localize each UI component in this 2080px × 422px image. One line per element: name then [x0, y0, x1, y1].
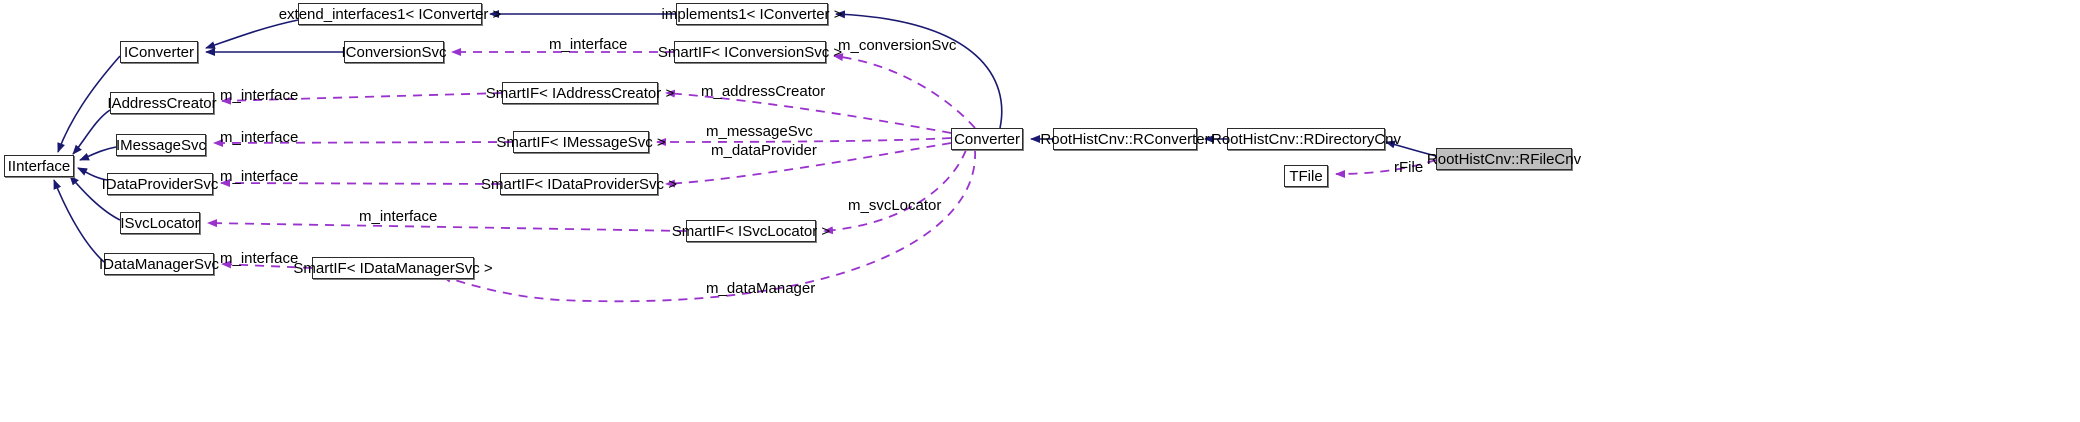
class-node-RFileCnv[interactable]: RootHistCnv::RFileCnv	[1427, 148, 1581, 170]
class-node-SmartIF_IAddressCreator[interactable]: SmartIF< IAddressCreator >	[486, 82, 674, 104]
edge-label-lbl_m_interface_6: m_interface	[220, 250, 299, 267]
edge-label-lbl_m_dataManager: m_dataManager	[706, 280, 816, 297]
class-node-IDataManagerSvc[interactable]: IDataManagerSvc	[99, 253, 219, 275]
class-node-RDirectoryCnv[interactable]: RootHistCnv::RDirectoryCnv	[1211, 128, 1401, 150]
class-node-IConverter[interactable]: IConverter	[120, 41, 198, 63]
edge-label-lbl_m_dataProvider: m_dataProvider	[711, 142, 817, 159]
class-node-RConverter[interactable]: RootHistCnv::RConverter	[1040, 128, 1210, 150]
class-node-IDataProviderSvc[interactable]: IDataProviderSvc	[102, 173, 218, 195]
usage-edges	[207, 48, 1437, 303]
class-node-TFile[interactable]: TFile	[1284, 165, 1328, 187]
edge-label-lbl_m_svcLocator: m_svcLocator	[848, 197, 942, 214]
class-node-Converter[interactable]: Converter	[951, 128, 1023, 150]
edge-label-lbl_m_interface_5: m_interface	[359, 208, 438, 225]
class-node-SmartIF_IDataProviderSvc[interactable]: SmartIF< IDataProviderSvc >	[481, 173, 677, 195]
edge-label-lbl_m_addressCreator: m_addressCreator	[701, 83, 826, 100]
class-node-SmartIF_IConversionSvc[interactable]: SmartIF< IConversionSvc >	[658, 41, 842, 63]
class-node-IMessageSvc[interactable]: IMessageSvc	[116, 134, 206, 156]
edge-label-lbl_m_interface_3: m_interface	[220, 129, 299, 146]
class-node-implements1[interactable]: implements1< IConverter >	[662, 3, 842, 25]
edge-label-lbl_m_conversionSvc: m_conversionSvc	[838, 37, 957, 54]
class-node-IAddressCreator[interactable]: IAddressCreator	[107, 92, 217, 114]
edge-label-lbl_m_interface_1: m_interface	[549, 36, 628, 53]
class-node-IInterface[interactable]: IInterface	[4, 155, 74, 177]
class-node-SmartIF_ISvcLocator[interactable]: SmartIF< ISvcLocator >	[672, 220, 830, 242]
class-node-ISvcLocator[interactable]: ISvcLocator	[120, 212, 200, 234]
edge-label-lbl_m_messageSvc: m_messageSvc	[706, 123, 813, 140]
edge-label-lbl_rFile: rFile	[1394, 159, 1424, 176]
edge-label-lbl_m_interface_2: m_interface	[220, 87, 299, 104]
class-node-IConversionSvc[interactable]: IConversionSvc	[341, 41, 447, 63]
edge-label-lbl_m_interface_4: m_interface	[220, 168, 299, 185]
inheritance-edges	[53, 10, 1437, 263]
class-node-extend_interfaces1[interactable]: extend_interfaces1< IConverter >	[279, 3, 501, 25]
class-node-SmartIF_IDataManagerSvc[interactable]: SmartIF< IDataManagerSvc >	[293, 257, 493, 279]
class-node-SmartIF_IMessageSvc[interactable]: SmartIF< IMessageSvc >	[496, 131, 666, 153]
